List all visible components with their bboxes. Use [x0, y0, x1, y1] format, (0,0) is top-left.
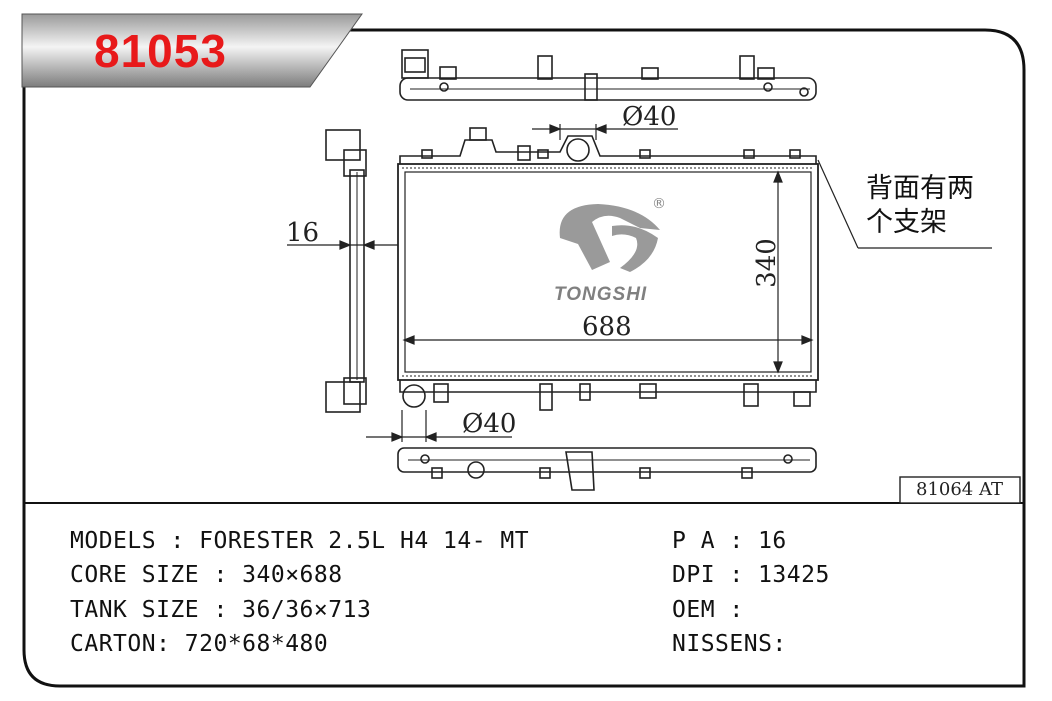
tongshi-logo — [559, 204, 660, 272]
bottom-tank-view — [397, 447, 817, 491]
model-number: 81053 — [94, 25, 227, 77]
spec-models: MODELS : FORESTER 2.5L H4 14- MT — [70, 528, 530, 554]
radiator-core — [397, 163, 819, 381]
header-banner — [21, 13, 363, 88]
top-tank-view — [399, 49, 817, 101]
upper-tank — [399, 127, 817, 164]
spec-carton: CARTON: 720*68*480 — [70, 631, 329, 657]
spec-pa: P A : 16 — [672, 528, 787, 554]
spec-dpi: DPI : 13425 — [672, 562, 830, 588]
registered-mark: ® — [652, 196, 666, 212]
dim-thickness: 16 — [286, 218, 320, 248]
spec-oem: OEM : — [672, 597, 744, 623]
alt-code: 81064 AT — [916, 479, 1004, 500]
spec-nissens: NISSENS: — [672, 631, 787, 657]
lower-tank — [399, 380, 817, 411]
brand-name: TONGSHI — [554, 284, 648, 305]
spec-tank-size: TANK SIZE : 36/36×713 — [70, 597, 372, 623]
pipe-diameter-top: Ø40 — [622, 102, 677, 132]
dim-height: 340 — [751, 238, 782, 288]
pipe-diameter-bottom: Ø40 — [462, 409, 517, 439]
dim-width: 688 — [582, 312, 632, 342]
alt-code-box — [899, 476, 1021, 504]
bracket-note-line2: 个支架 — [866, 207, 947, 238]
side-view — [325, 129, 367, 413]
bracket-note-line1: 背面有两 — [866, 173, 974, 204]
sheet-border — [22, 28, 1026, 688]
spec-core-size: CORE SIZE : 340×688 — [70, 562, 343, 588]
dimension-lines — [287, 124, 992, 442]
